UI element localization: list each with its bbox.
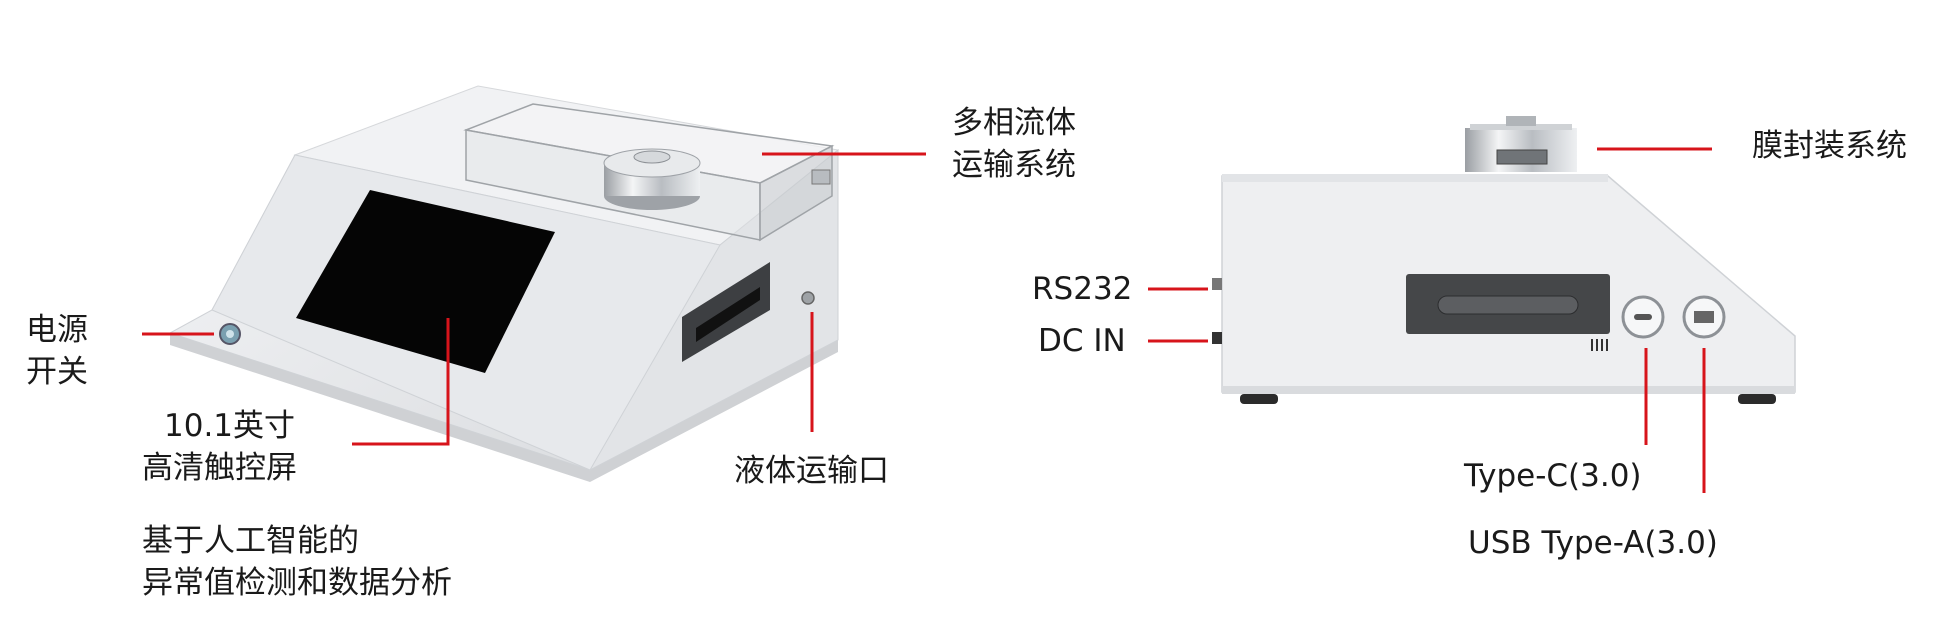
side-card-opening	[1437, 295, 1579, 315]
usb-a-label-text: USB Type-A(3.0)	[1468, 525, 1718, 561]
multiphase-system-label: 多相流体 运输系统	[952, 102, 1076, 186]
ai-feature-label-line1: 基于人工智能的	[142, 523, 359, 559]
side-top-lip	[1222, 174, 1608, 182]
rs232-connector	[1212, 278, 1222, 290]
touch-screen-label: 10.1英寸 高清触控屏	[142, 405, 297, 489]
knob-cap	[633, 150, 671, 164]
membrane-system-label-text: 膜封装系统	[1752, 128, 1907, 164]
power-switch-center	[226, 330, 234, 338]
foot-right	[1738, 394, 1776, 404]
usb-a-socket	[1694, 311, 1714, 323]
touch-screen-label-line1: 10.1英寸	[164, 408, 296, 444]
dc-in-label: DC IN	[1038, 320, 1126, 362]
side-base	[1222, 386, 1795, 394]
liquid-port-label-text: 液体运输口	[734, 453, 889, 489]
type-c-label: Type-C(3.0)	[1464, 455, 1642, 497]
rs232-label-text: RS232	[1032, 271, 1133, 307]
vent-grille	[1591, 339, 1608, 351]
liquid-port-hole	[801, 291, 815, 305]
ai-feature-label-line2: 异常值检测和数据分析	[142, 565, 452, 601]
side-device	[1212, 116, 1796, 404]
front-device	[168, 85, 840, 482]
power-switch-label-line1: 电源	[26, 312, 88, 348]
type-c-label-text: Type-C(3.0)	[1464, 458, 1642, 494]
multiphase-system-label-line1: 多相流体	[952, 105, 1076, 141]
leader-lines	[142, 147, 1712, 493]
dc-in-label-text: DC IN	[1038, 323, 1126, 359]
multiphase-system-label-line2: 运输系统	[952, 147, 1076, 183]
rs232-label: RS232	[1032, 268, 1132, 310]
dc-in-connector	[1212, 332, 1222, 344]
touch-screen-label-line2: 高清触控屏	[142, 450, 297, 486]
leader-screen	[352, 318, 450, 446]
usb-a-label: USB Type-A(3.0)	[1468, 522, 1718, 564]
cover-hinge	[811, 169, 831, 185]
type-c-socket	[1634, 314, 1652, 320]
liquid-port-label: 液体运输口	[734, 450, 889, 492]
side-knob-top	[1470, 124, 1572, 130]
power-switch-label-line2: 开关	[26, 354, 88, 390]
power-switch-label: 电源 开关	[26, 309, 88, 393]
device-base-shadow	[170, 333, 838, 482]
card-slot-opening	[696, 287, 760, 342]
membrane-system-label: 膜封装系统	[1752, 125, 1907, 167]
side-knob-window	[1496, 149, 1548, 165]
side-knob-cap	[1506, 116, 1536, 126]
touch-screen	[296, 190, 555, 373]
foot-left	[1240, 394, 1278, 404]
ai-feature-label: 基于人工智能的 异常值检测和数据分析	[142, 520, 452, 604]
